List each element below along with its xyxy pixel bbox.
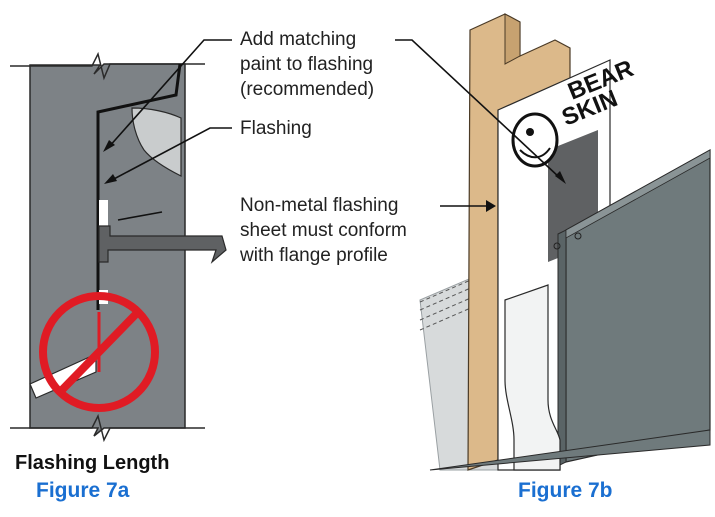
break-line-bottom: [10, 413, 205, 443]
callout-paint-line1: Add matching: [240, 29, 357, 50]
metal-panel-joint: [557, 229, 567, 467]
fasteners: [553, 232, 582, 250]
figure-7a-drawing: [10, 51, 227, 443]
joint-sealant: [131, 107, 182, 177]
callout-nonmetal-line1: Non-metal flashing: [240, 195, 399, 216]
callout-paint-line2: paint to flashing: [240, 54, 374, 75]
callout-nonmetal-line2: sheet must conform: [240, 220, 407, 241]
leader-lines-7b: [395, 39, 566, 212]
leader-paint: [107, 39, 232, 149]
stud-top: [504, 13, 521, 65]
lower-wedge: [29, 353, 97, 399]
panel-top-edge: [565, 149, 711, 239]
callout-nonmetal-line3: with flange profile: [240, 245, 388, 266]
figure-7a-subtitle: Flashing Length: [15, 452, 170, 474]
flashing-profile: [96, 63, 182, 310]
figure-7b-drawing: BEAR SKIN: [419, 13, 711, 471]
base-track: [429, 429, 711, 471]
break-line-top: [10, 51, 205, 81]
leader-paint-7b: [395, 39, 561, 179]
callout-flashing: Flashing: [240, 118, 312, 139]
leader-lines-7a: [103, 39, 232, 221]
leader-nonmetal-left: [117, 211, 163, 221]
flashing-tail: [504, 284, 561, 471]
gap-upper: [99, 200, 108, 228]
callout-paint-line3: (recommended): [240, 79, 375, 100]
prohibited-icon: [39, 292, 159, 412]
leader-flashing: [111, 127, 232, 181]
figure-7b-label: Figure 7b: [518, 479, 613, 502]
flange: [98, 225, 227, 264]
figure-7a-label: Figure 7a: [36, 479, 130, 502]
